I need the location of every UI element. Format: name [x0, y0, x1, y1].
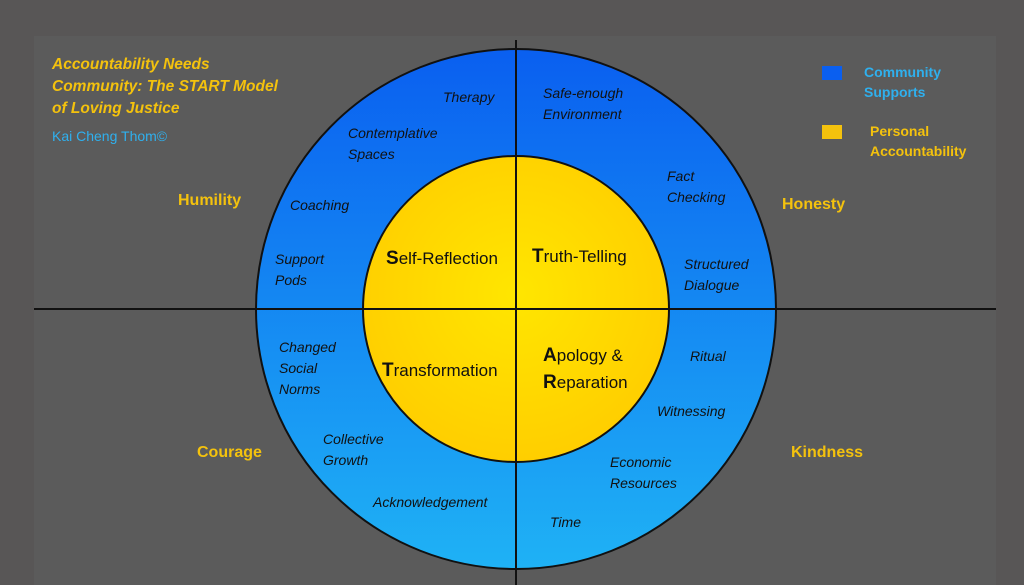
support-time: Time — [550, 514, 581, 530]
legend-swatch-community — [822, 66, 842, 80]
support-acknowledgement: Acknowledgement — [373, 494, 488, 510]
support-contemplative-spaces: Contemplative Spaces — [348, 125, 438, 162]
support-support-pods: Support Pods — [275, 251, 325, 288]
support-changed-social-norms: Changed Social Norms — [279, 339, 336, 397]
quadrant-label: eparation — [556, 373, 628, 392]
support-economic-resources: Economic Resources — [610, 454, 677, 491]
legend-label-community: Community Supports — [864, 64, 941, 100]
support-collective-growth: Collective Growth — [323, 431, 384, 468]
quadrant-initial: T — [382, 360, 394, 381]
quadrant-line-reparation: Reparation — [543, 369, 628, 396]
support-therapy: Therapy — [443, 89, 495, 105]
quadrant-label: elf-Reflection — [398, 249, 498, 268]
support-safe-enough-environment: Safe-enough Environment — [543, 85, 624, 122]
author-credit: Kai Cheng Thom© — [52, 128, 168, 144]
legend-item-community-supports: Community Supports — [822, 62, 984, 102]
virtue-humility: Humility — [178, 192, 242, 209]
quadrant-self-reflection: Self-Reflection — [386, 245, 498, 272]
quadrant-truth-telling: Truth-Telling — [532, 243, 627, 270]
diagram-title: Accountability Needs Community: The STAR… — [52, 56, 278, 117]
quadrant-initial: R — [543, 372, 557, 393]
legend-item-personal-accountability: Personal Accountability — [822, 121, 990, 161]
quadrant-initial: A — [543, 345, 557, 366]
quadrant-label: pology & — [556, 346, 623, 365]
quadrant-label: ruth-Telling — [543, 247, 627, 266]
support-ritual: Ritual — [690, 348, 726, 364]
virtue-kindness: Kindness — [791, 444, 864, 461]
quadrant-line-apology: Apology & — [543, 342, 628, 369]
legend-swatch-personal — [822, 125, 842, 139]
virtue-courage: Courage — [197, 444, 262, 461]
quadrant-initial: S — [386, 248, 399, 269]
quadrant-transformation: Transformation — [382, 357, 498, 384]
quadrant-apology-reparation: Apology & Reparation — [543, 342, 628, 396]
support-coaching: Coaching — [290, 197, 350, 213]
quadrant-initial: T — [532, 246, 544, 267]
legend-label-personal: Personal Accountability — [870, 123, 967, 159]
support-fact-checking: Fact Checking — [667, 168, 726, 205]
quadrant-label: ransformation — [393, 361, 498, 380]
support-structured-dialogue: Structured Dialogue — [684, 256, 749, 293]
support-witnessing: Witnessing — [657, 403, 726, 419]
virtue-honesty: Honesty — [782, 196, 846, 213]
